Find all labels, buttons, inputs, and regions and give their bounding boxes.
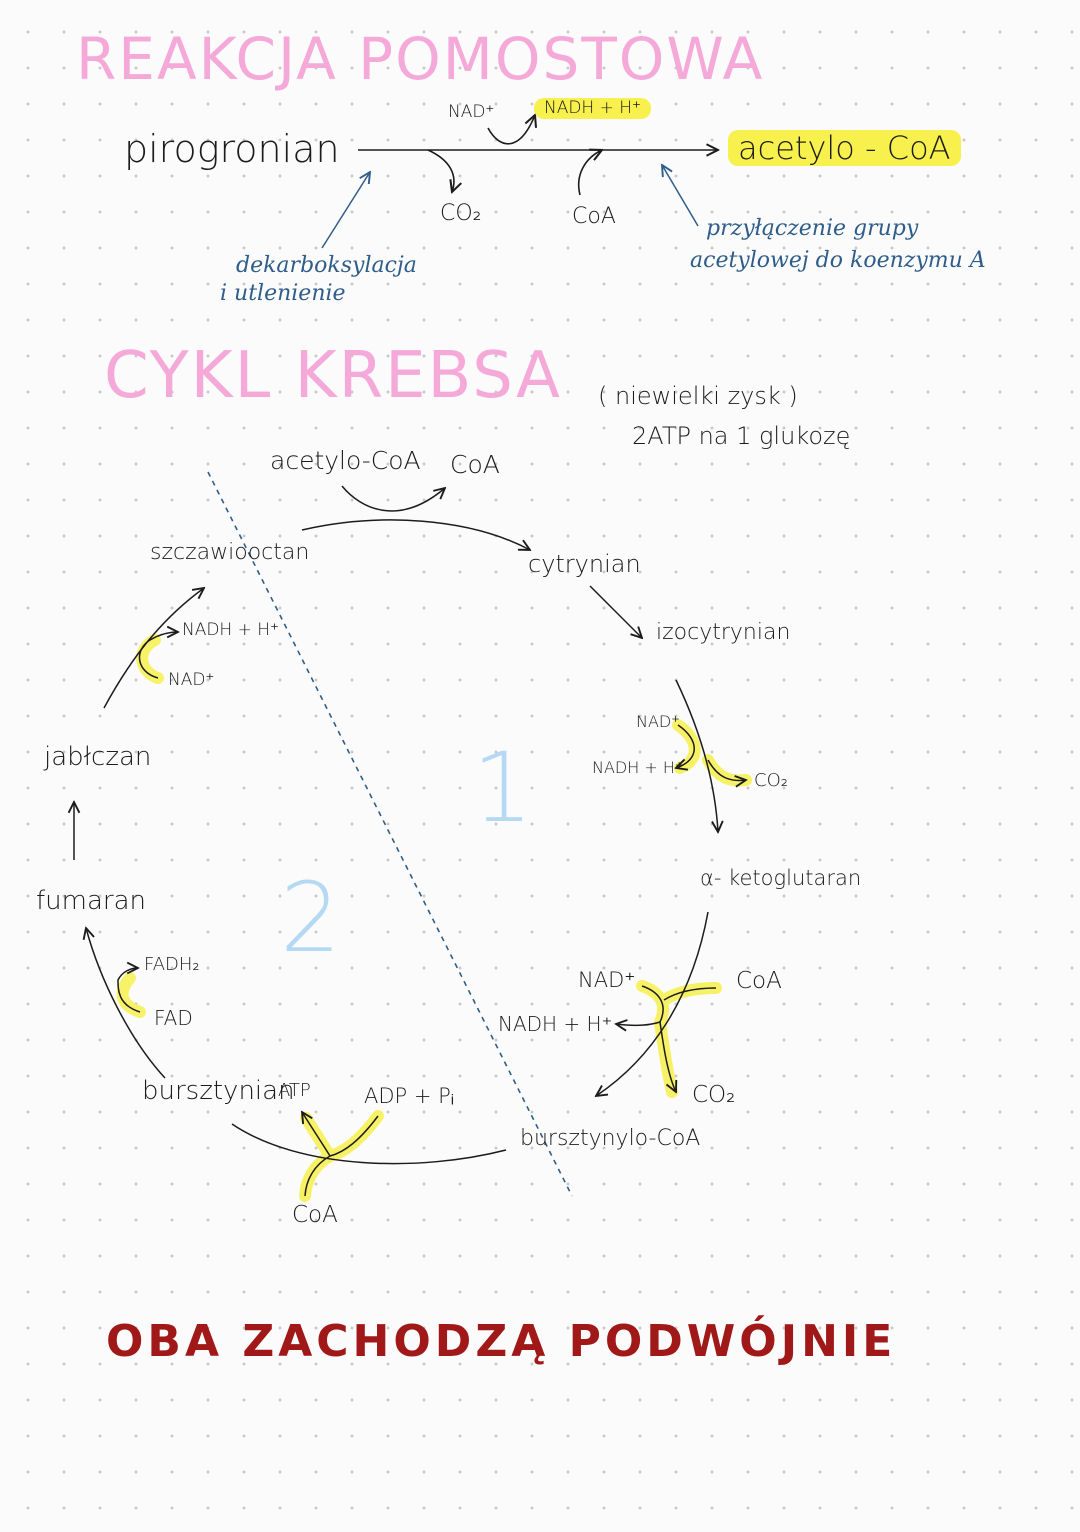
coa-2-curve (663, 987, 717, 1001)
succinyl-coa: bursztynylo-CoA (520, 1126, 701, 1151)
adp-curve (329, 1115, 379, 1157)
note-oxidation: i utlenienie (220, 281, 346, 306)
acetyl-coa-entry (341, 485, 445, 512)
oxaloacetate-to-citrate (301, 519, 530, 550)
coa-release: CoA (450, 450, 500, 479)
isocitrate-to-akg (675, 679, 718, 832)
citrate-to-isocitrate (589, 585, 642, 638)
bridge-note-arrows (321, 165, 699, 249)
nad-arrow (487, 115, 535, 145)
nad-step-2: NAD⁺ (578, 968, 636, 992)
fadh2: FADH₂ (144, 954, 200, 975)
nadh-step-3: NADH + H⁺ (182, 620, 280, 640)
bridge-title: REAKCJA POMOSTOWA (76, 25, 765, 93)
nad-step-1: NAD⁺ (636, 712, 680, 731)
bridge-nadh: NADH + H⁺ (534, 98, 652, 119)
coa-step-3: CoA (292, 1202, 338, 1228)
malate-to-oxaloacetate (103, 588, 204, 709)
substrate-pyruvate: pirogronian (124, 127, 340, 171)
co2-step-2: CO₂ (692, 1082, 736, 1108)
footer-note: OBA ZACHODZĄ PODWÓJNIE (106, 1316, 897, 1367)
note-acetyl-group: acetylowej do koenzymu A (690, 248, 986, 273)
malate: jabłczan (44, 742, 152, 772)
akg-to-succinyl-coa (596, 911, 709, 1096)
acetyl-coa-input: acetylo-CoA (270, 446, 421, 475)
nad-3-curve (138, 632, 178, 679)
cycle-arrows (74, 485, 746, 1197)
succinyl-coa-to-succinate (231, 1123, 507, 1165)
succinate: bursztynian (142, 1076, 295, 1106)
krebs-note-atp: 2ATP na 1 glukozę (632, 422, 851, 450)
nadh-step-2: NADH + H⁺ (498, 1012, 613, 1036)
bridge-nad: NAD⁺ (448, 102, 495, 122)
krebs-title: CYKL KREBSA (104, 339, 562, 413)
succinate-to-fumarate (86, 928, 166, 1079)
alpha-ketoglutarate: α- ketoglutaran (700, 866, 862, 890)
isocitrate: izocytrynian (656, 620, 791, 645)
co2-1-curve (707, 759, 746, 780)
note-attachment: przyłączenie grupy (706, 216, 919, 241)
krebs-note-yield: ( niewielki zysk ) (598, 382, 798, 410)
citrate: cytrynian (528, 550, 641, 578)
nad-1-curve (676, 724, 695, 768)
coa-in-arrow (578, 150, 602, 196)
note-left-arrow (321, 172, 370, 249)
product-acetyl-coa: acetylo - CoA (728, 130, 961, 166)
fumarate: fumaran (36, 886, 146, 916)
co2-2-curve (659, 1021, 676, 1092)
bridge-arrows (358, 115, 718, 196)
atp-curve (302, 1112, 331, 1157)
bridge-co2: CO₂ (440, 201, 482, 226)
oxaloacetate: szczawiooctan (150, 540, 310, 565)
region-number-1: 1 (472, 732, 534, 844)
nadh-step-1: NADH + H⁺ (592, 758, 684, 777)
co2-step-1: CO₂ (754, 770, 788, 791)
adp-pi: ADP + Pᵢ (364, 1084, 455, 1108)
region-number-2: 2 (280, 862, 342, 974)
nad-step-3: NAD⁺ (168, 670, 215, 690)
co2-arrow (427, 149, 454, 192)
note-right-arrow (662, 165, 699, 227)
coa-3-curve (304, 1155, 331, 1197)
bridge-coa: CoA (572, 204, 616, 229)
atp: ATP (278, 1080, 311, 1101)
coa-step-2: CoA (736, 968, 782, 994)
fad: FAD (154, 1006, 193, 1030)
note-decarboxylation: dekarboksylacja (236, 253, 417, 278)
fad-curve (117, 968, 141, 1013)
